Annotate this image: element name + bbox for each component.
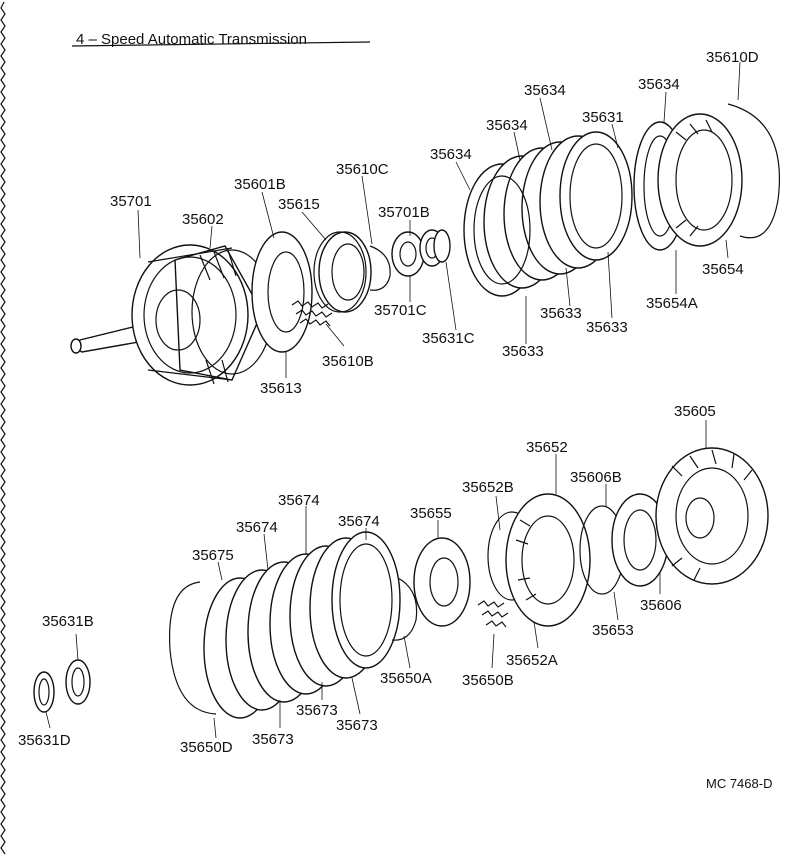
label-35634-c: 35634 xyxy=(486,117,528,134)
label-35701B: 35701B xyxy=(378,204,430,221)
part-35631B-thrust-bearing xyxy=(65,659,91,705)
label-35653: 35653 xyxy=(592,622,634,639)
label-35652: 35652 xyxy=(526,439,568,456)
part-35610B-springs xyxy=(291,300,333,327)
label-35652A: 35652A xyxy=(506,652,558,669)
label-35673-c: 35673 xyxy=(252,731,294,748)
leader-lines xyxy=(45,61,741,739)
label-35674-a: 35674 xyxy=(278,492,320,509)
part-35634-clutch-pack xyxy=(463,131,633,297)
label-35701: 35701 xyxy=(110,193,152,210)
label-35631D: 35631D xyxy=(18,732,71,749)
title-underline xyxy=(71,41,371,47)
label-35633-c: 35633 xyxy=(502,343,544,360)
label-35610D: 35610D xyxy=(706,49,759,66)
label-35606B: 35606B xyxy=(570,469,622,486)
part-35673-plate-pack xyxy=(203,531,401,719)
label-35633-a: 35633 xyxy=(540,305,582,322)
part-35610C-snap-ring xyxy=(369,245,391,291)
label-35610C: 35610C xyxy=(336,161,389,178)
label-35602: 35602 xyxy=(182,211,224,228)
part-35654A-drum-hub xyxy=(657,113,743,247)
label-35655: 35655 xyxy=(410,505,452,522)
label-35673-b: 35673 xyxy=(336,717,378,734)
label-35633-b: 35633 xyxy=(586,319,628,336)
part-35655-retainer xyxy=(413,537,471,627)
torn-left-edge xyxy=(0,1,6,855)
part-35650A-snap-ring xyxy=(391,577,418,641)
label-35650D: 35650D xyxy=(180,739,233,756)
label-35634-b: 35634 xyxy=(524,82,566,99)
label-35631C: 35631C xyxy=(422,330,475,347)
part-35610D-snap-ring xyxy=(727,103,780,239)
label-35650A: 35650A xyxy=(380,670,432,687)
label-35650B: 35650B xyxy=(462,672,514,689)
label-35631B: 35631B xyxy=(42,613,94,630)
part-35650B-springs xyxy=(477,600,509,628)
label-35613: 35613 xyxy=(260,380,302,397)
label-35654: 35654 xyxy=(702,261,744,278)
label-35606: 35606 xyxy=(640,597,682,614)
label-35631: 35631 xyxy=(582,109,624,126)
label-35673-a: 35673 xyxy=(296,702,338,719)
label-35675: 35675 xyxy=(192,547,234,564)
part-35701-shaft-drum xyxy=(70,244,273,386)
label-35605: 35605 xyxy=(674,403,716,420)
part-35631C-washer xyxy=(433,229,451,263)
label-35652B: 35652B xyxy=(462,479,514,496)
label-35610B: 35610B xyxy=(322,353,374,370)
part-35650D-snap-ring xyxy=(168,581,217,715)
part-35652-piston xyxy=(505,493,591,627)
label-35701C: 35701C xyxy=(374,302,427,319)
part-35613-plate xyxy=(251,231,313,353)
part-35631D-race xyxy=(33,671,55,713)
label-35634-d: 35634 xyxy=(430,146,472,163)
label-35674-c: 35674 xyxy=(236,519,278,536)
part-35605-clutch-drum xyxy=(655,447,769,585)
part-35615-piston xyxy=(313,231,372,313)
label-35615: 35615 xyxy=(278,196,320,213)
label-35601B: 35601B xyxy=(234,176,286,193)
label-35634-a: 35634 xyxy=(638,76,680,93)
reference-code: MC 7468-D xyxy=(706,776,772,791)
label-35654A: 35654A xyxy=(646,295,698,312)
label-35674-b: 35674 xyxy=(338,513,380,530)
